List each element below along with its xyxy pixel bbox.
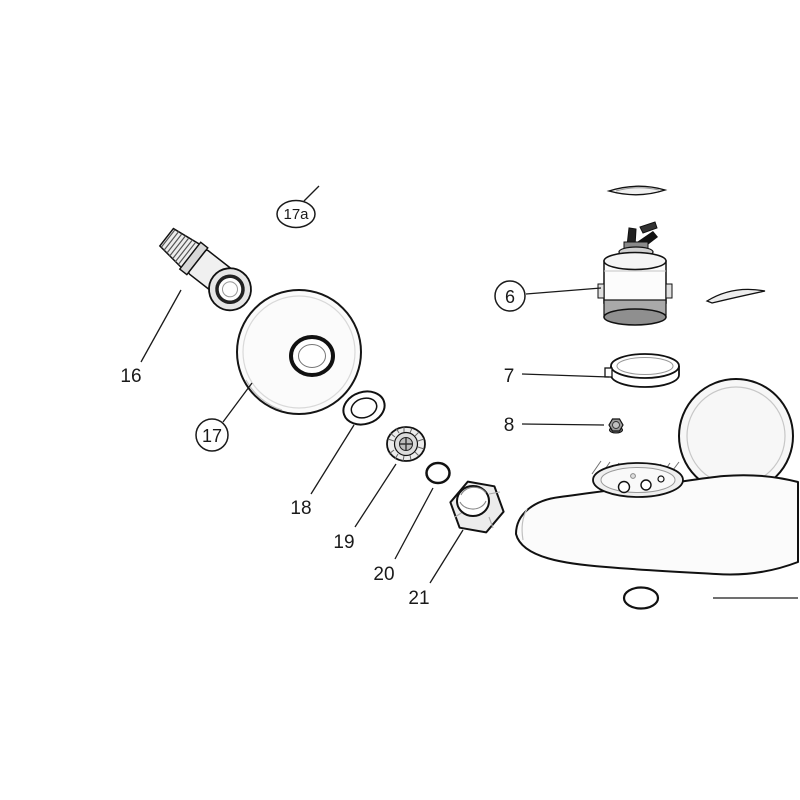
part-17-escutcheon <box>236 289 362 415</box>
label-21: 21 <box>408 529 464 609</box>
body-hole-4 <box>630 473 636 479</box>
leader-line-20 <box>394 487 434 560</box>
label-19-text: 19 <box>333 532 354 553</box>
sliver-shape <box>705 288 766 304</box>
body-hole-3 <box>657 475 665 483</box>
body-hole-2 <box>640 479 652 491</box>
cartridge-tab-left <box>597 283 605 299</box>
faucet-body <box>515 378 799 576</box>
part-18-washer <box>342 390 386 426</box>
fitting-opening-inner <box>221 281 238 298</box>
ring-wall <box>610 366 680 388</box>
label-6-circle <box>494 280 526 312</box>
part-top-partial <box>606 185 668 196</box>
label-20-text: 20 <box>373 564 394 585</box>
ring-inner <box>616 357 674 375</box>
part-19-valve-insert <box>386 426 426 462</box>
fitting-opening <box>215 274 245 305</box>
label-8-text: 8 <box>504 415 515 436</box>
cartridge-lever-tip <box>639 221 658 234</box>
label-16-text: 16 <box>120 366 141 387</box>
label-19: 19 <box>333 463 397 553</box>
leader-line-19 <box>354 463 397 528</box>
leader-line-17 <box>222 382 253 423</box>
insert-ribs <box>387 427 425 462</box>
labels: 16 17 17a 18 19 20 21 <box>120 185 610 609</box>
cartridge-base <box>603 308 667 326</box>
part-7-retaining-ring <box>604 353 680 388</box>
leader-line-18 <box>310 424 355 495</box>
label-17: 17 <box>195 382 253 452</box>
o-ring-small <box>425 461 451 485</box>
label-18-text: 18 <box>290 498 311 519</box>
part-6-cartridge <box>597 221 673 326</box>
escutcheon-hole <box>289 335 335 377</box>
label-17a: 17a <box>276 185 320 229</box>
cartridge-flange <box>603 251 667 271</box>
part-21-hex-nut <box>449 480 505 534</box>
part-bottom-o-ring <box>622 586 660 610</box>
washer-inner <box>350 397 378 419</box>
body-hole-1 <box>617 480 631 494</box>
label-17a-circle <box>276 199 316 229</box>
label-6: 6 <box>494 280 602 312</box>
body-main <box>515 474 799 576</box>
label-17-circle <box>195 418 229 452</box>
label-16: 16 <box>120 289 182 387</box>
ring-notch <box>604 367 613 378</box>
leader-line-8 <box>521 423 605 426</box>
escutcheon-shade <box>245 379 283 411</box>
fitting-threads <box>160 229 200 268</box>
label-17-text: 17 <box>202 426 222 446</box>
part-20-o-ring <box>425 461 451 485</box>
label-8: 8 <box>504 415 605 436</box>
insert-cross <box>400 438 412 450</box>
label-21-text: 21 <box>408 588 429 609</box>
label-20: 20 <box>373 487 434 585</box>
cartridge-tab-right <box>665 283 673 299</box>
part-16-union-fitting <box>158 227 252 312</box>
o-ring-bottom <box>622 586 660 610</box>
leader-line-6 <box>525 287 602 295</box>
washer-outer <box>342 390 386 426</box>
leader-line-16 <box>140 289 182 363</box>
leader-line-7 <box>521 373 610 378</box>
label-18: 18 <box>290 424 355 519</box>
screw-socket <box>612 421 620 429</box>
body-left-shade <box>521 508 528 541</box>
nut-bore <box>456 485 490 517</box>
top-partial-inner <box>615 187 660 192</box>
escutcheon-rim <box>242 295 356 409</box>
label-6-text: 6 <box>505 287 515 307</box>
part-right-sliver <box>705 288 766 304</box>
label-7-text: 7 <box>504 366 515 387</box>
label-7: 7 <box>504 366 610 387</box>
escutcheon-hole-inner <box>298 344 326 368</box>
part-8-screw <box>608 418 624 434</box>
label-17a-text: 17a <box>283 206 309 223</box>
leader-line-17a <box>303 185 320 202</box>
nut-threads <box>459 486 487 510</box>
leader-line-21 <box>429 529 464 584</box>
